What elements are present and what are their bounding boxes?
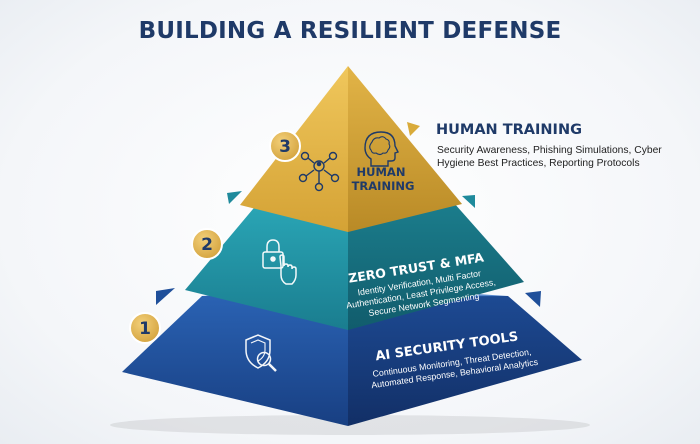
shield-magnifier-icon bbox=[245, 334, 277, 372]
tier-3-heading: HUMAN TRAINING bbox=[352, 165, 415, 193]
tier-1-front-face bbox=[122, 296, 348, 426]
badge-1: 1 bbox=[129, 312, 161, 344]
tier-2-side-face bbox=[348, 203, 524, 330]
badge-3: 3 bbox=[269, 130, 301, 162]
tier-1-side-face bbox=[348, 296, 582, 426]
badge-1-number: 1 bbox=[139, 319, 151, 339]
lock-hand-icon bbox=[262, 239, 297, 285]
tier-1-accent-left bbox=[156, 288, 175, 305]
tier-3-side-face bbox=[348, 66, 462, 232]
human-training-callout-title: HUMAN TRAINING bbox=[436, 122, 582, 138]
tier-2-description: Identity Verification, Multi Factor Auth… bbox=[344, 266, 501, 322]
tier-1-accent-right bbox=[525, 291, 541, 307]
tier-2-text: ZERO TRUST & MFA Identity Verification, … bbox=[344, 249, 501, 322]
tier-3-accent-right bbox=[407, 122, 420, 136]
tier-2-front-face bbox=[185, 203, 348, 330]
badge-2-number: 2 bbox=[201, 235, 213, 255]
human-training-callout-description: Security Awareness, Phishing Simulations… bbox=[437, 145, 662, 169]
tier-2-accent-right bbox=[462, 195, 475, 208]
tier-2-accent-left bbox=[227, 191, 242, 204]
network-people-icon bbox=[298, 151, 340, 192]
page-title: BUILDING A RESILIENT DEFENSE bbox=[138, 18, 562, 44]
badge-2: 2 bbox=[191, 228, 223, 260]
badge-3-number: 3 bbox=[279, 137, 291, 157]
tier-1-ai-security-tools bbox=[122, 286, 582, 426]
brain-head-icon bbox=[364, 131, 399, 167]
